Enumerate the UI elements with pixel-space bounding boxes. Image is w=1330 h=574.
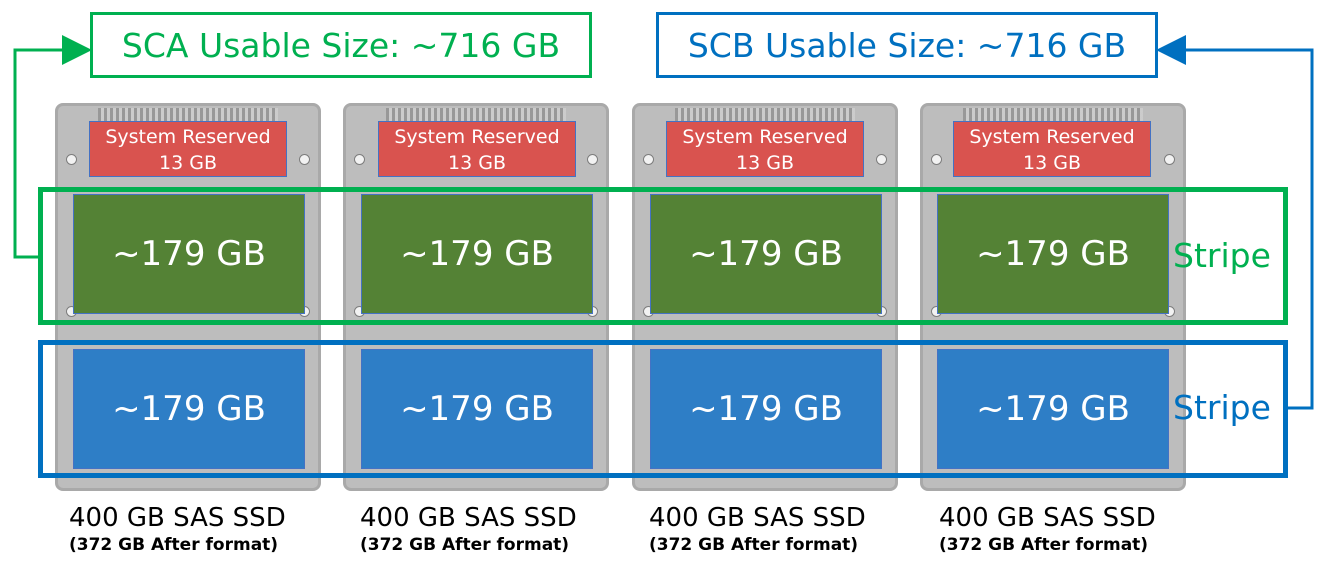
scb-connector [1156,35,1314,410]
sca-stripe-label: Stripe [1173,236,1271,275]
scb-partition-3: ~179 GB [650,349,882,469]
reserved-size: 13 GB [448,152,506,174]
drive-formatted-size: (372 GB After format) [69,535,279,555]
scb-partition-2: ~179 GB [361,349,593,469]
sca-partition-1: ~179 GB [73,194,305,314]
drive-label-4: 400 GB SAS SSD (372 GB After format) [939,503,1199,557]
reserved-size: 13 GB [736,152,794,174]
drive-model: 400 GB SAS SSD [360,503,577,533]
drive-formatted-size: (372 GB After format) [360,535,570,555]
drive-model: 400 GB SAS SSD [649,503,866,533]
reserved-label: System Reserved [682,126,848,148]
drive-model: 400 GB SAS SSD [69,503,286,533]
drive-model: 400 GB SAS SSD [939,503,1156,533]
drive-formatted-size: (372 GB After format) [649,535,859,555]
system-reserved-partition-4: System Reserved 13 GB [953,121,1151,177]
system-reserved-partition-3: System Reserved 13 GB [666,121,864,177]
drive-label-3: 400 GB SAS SSD (372 GB After format) [649,503,909,557]
sca-stripe-frame [38,187,1288,325]
sca-partition-4: ~179 GB [937,194,1169,314]
reserved-label: System Reserved [105,126,271,148]
drive-formatted-size: (372 GB After format) [939,535,1149,555]
reserved-size: 13 GB [159,152,217,174]
sca-usable-size-title: SCA Usable Size: ~716 GB [90,12,592,78]
drive-label-1: 400 GB SAS SSD (372 GB After format) [69,503,329,557]
sca-connector [13,35,92,259]
system-reserved-partition-2: System Reserved 13 GB [378,121,576,177]
reserved-size: 13 GB [1023,152,1081,174]
scb-stripe-label: Stripe [1173,388,1271,427]
sca-partition-2: ~179 GB [361,194,593,314]
sca-partition-3: ~179 GB [650,194,882,314]
scb-usable-size-title: SCB Usable Size: ~716 GB [656,12,1158,78]
scb-stripe-frame [38,340,1288,478]
scb-partition-4: ~179 GB [937,349,1169,469]
system-reserved-partition-1: System Reserved 13 GB [89,121,287,177]
scb-partition-1: ~179 GB [73,349,305,469]
drive-label-2: 400 GB SAS SSD (372 GB After format) [360,503,620,557]
reserved-label: System Reserved [394,126,560,148]
reserved-label: System Reserved [969,126,1135,148]
